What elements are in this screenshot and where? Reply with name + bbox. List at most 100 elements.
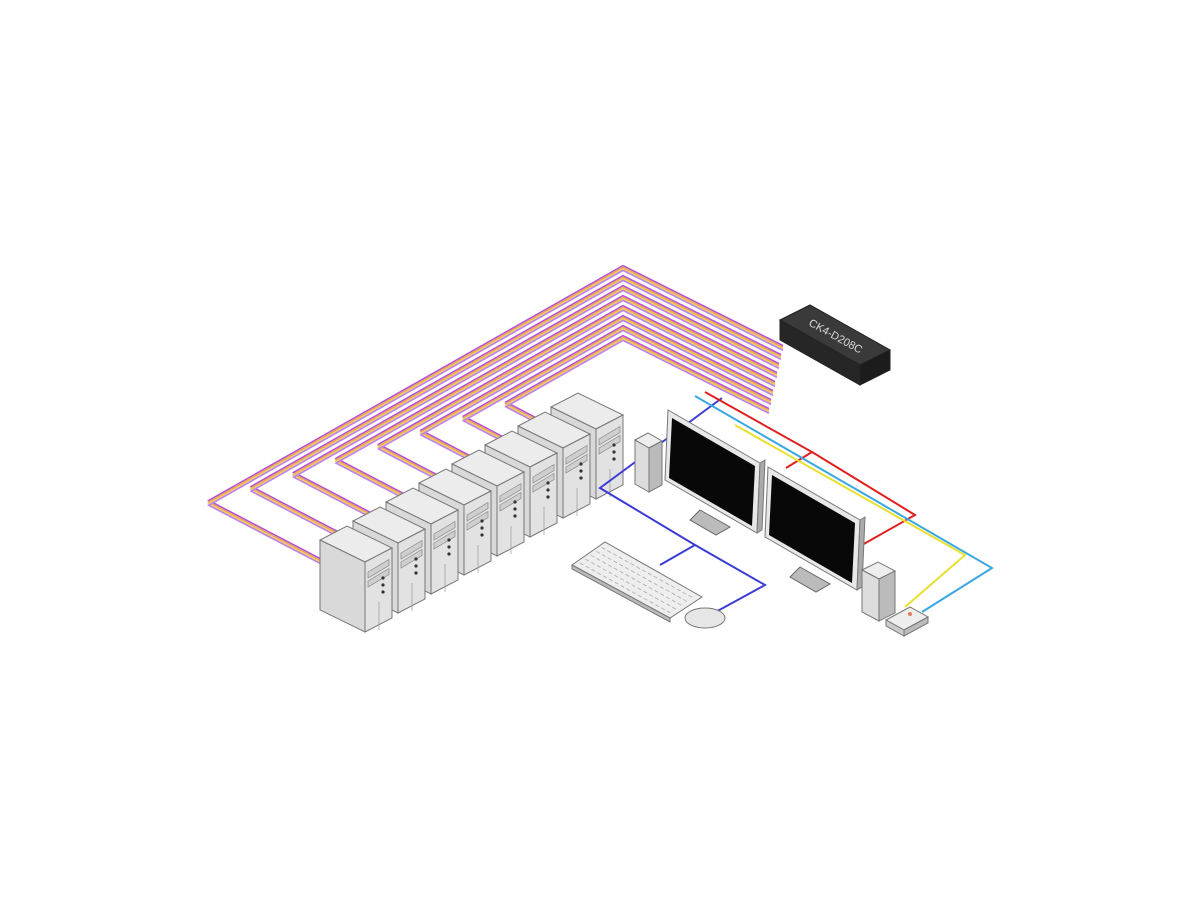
cable-strand (419, 314, 774, 466)
key (671, 599, 676, 603)
key (682, 591, 687, 595)
key (677, 595, 682, 599)
front-button (546, 495, 550, 499)
kvm-switch: CK4-D208C (778, 304, 892, 386)
cable-strand (419, 317, 774, 469)
key (613, 567, 618, 571)
tower-front (529, 452, 558, 538)
cable-strand (207, 269, 784, 566)
front-button (579, 476, 583, 480)
cable-strand (461, 327, 772, 450)
front-button (612, 457, 616, 461)
drive-bay (466, 510, 489, 531)
key (602, 568, 607, 572)
key (625, 581, 630, 584)
cyan-audio-cable (694, 395, 994, 613)
cable-strand (207, 267, 784, 564)
cable-strand (334, 297, 778, 507)
key (625, 566, 629, 570)
key (649, 593, 653, 597)
key (608, 564, 612, 568)
cable-strand (249, 277, 782, 545)
front-button (546, 488, 550, 492)
front-button (447, 545, 451, 549)
cable-strand (334, 294, 778, 504)
front-button (414, 557, 418, 561)
drive-bay (433, 529, 456, 550)
front-button (513, 500, 517, 504)
key (660, 593, 665, 596)
front-button (612, 443, 616, 447)
drive-bay (532, 463, 555, 484)
cable-strand (334, 296, 778, 505)
monitor-1 (664, 409, 766, 536)
key (665, 589, 670, 593)
front-button (447, 552, 451, 556)
key (671, 585, 675, 589)
drive-bay (499, 491, 522, 512)
computer-tower (318, 525, 394, 633)
key (677, 602, 682, 606)
cable-strand (419, 319, 774, 471)
key (620, 577, 624, 581)
key (596, 550, 600, 554)
cable-strand (249, 279, 782, 547)
key (585, 565, 590, 569)
drive-bay (400, 539, 423, 560)
key (660, 600, 665, 604)
yellow-audio-cable (734, 424, 967, 608)
key (647, 572, 652, 576)
cable-strand (419, 316, 774, 467)
key (630, 570, 635, 573)
key (636, 573, 641, 577)
cable-strand (291, 289, 780, 528)
key (688, 595, 693, 598)
key (614, 581, 619, 585)
cable-strand (376, 307, 776, 488)
cable-strand (461, 326, 772, 448)
keyboard (571, 541, 703, 623)
cable-strand (461, 329, 772, 452)
cable-strand (207, 264, 784, 561)
computers (318, 392, 625, 633)
key (590, 554, 595, 558)
key (683, 598, 687, 602)
front-button (381, 590, 385, 594)
key (601, 547, 606, 550)
key (654, 582, 658, 586)
key (642, 576, 647, 580)
key (579, 562, 584, 566)
key (642, 583, 647, 587)
key (637, 594, 642, 598)
tower-front (430, 509, 459, 595)
key (591, 569, 596, 572)
front-button (447, 538, 451, 542)
key (654, 590, 659, 593)
key (671, 592, 676, 596)
front-button (381, 583, 385, 587)
key (630, 563, 635, 566)
cable-strand (249, 274, 782, 542)
key (603, 575, 607, 579)
front-button (480, 533, 484, 537)
front-button (513, 514, 517, 518)
speaker-left (633, 432, 664, 493)
key (620, 585, 625, 588)
key (625, 574, 630, 577)
drive-bay (499, 482, 522, 503)
red-video-cable-2 (811, 451, 917, 546)
front-button (546, 481, 550, 485)
cable-strand (504, 336, 770, 429)
cable-strand (291, 286, 780, 524)
tower-front (496, 471, 525, 557)
key (649, 601, 654, 604)
key (618, 556, 623, 560)
tower-front (364, 547, 393, 633)
drive-bay (598, 434, 621, 455)
key (637, 580, 641, 584)
key (608, 571, 613, 575)
tower-front (397, 528, 426, 614)
front-button (513, 507, 517, 511)
cable-strand (249, 276, 782, 543)
key (585, 558, 590, 562)
